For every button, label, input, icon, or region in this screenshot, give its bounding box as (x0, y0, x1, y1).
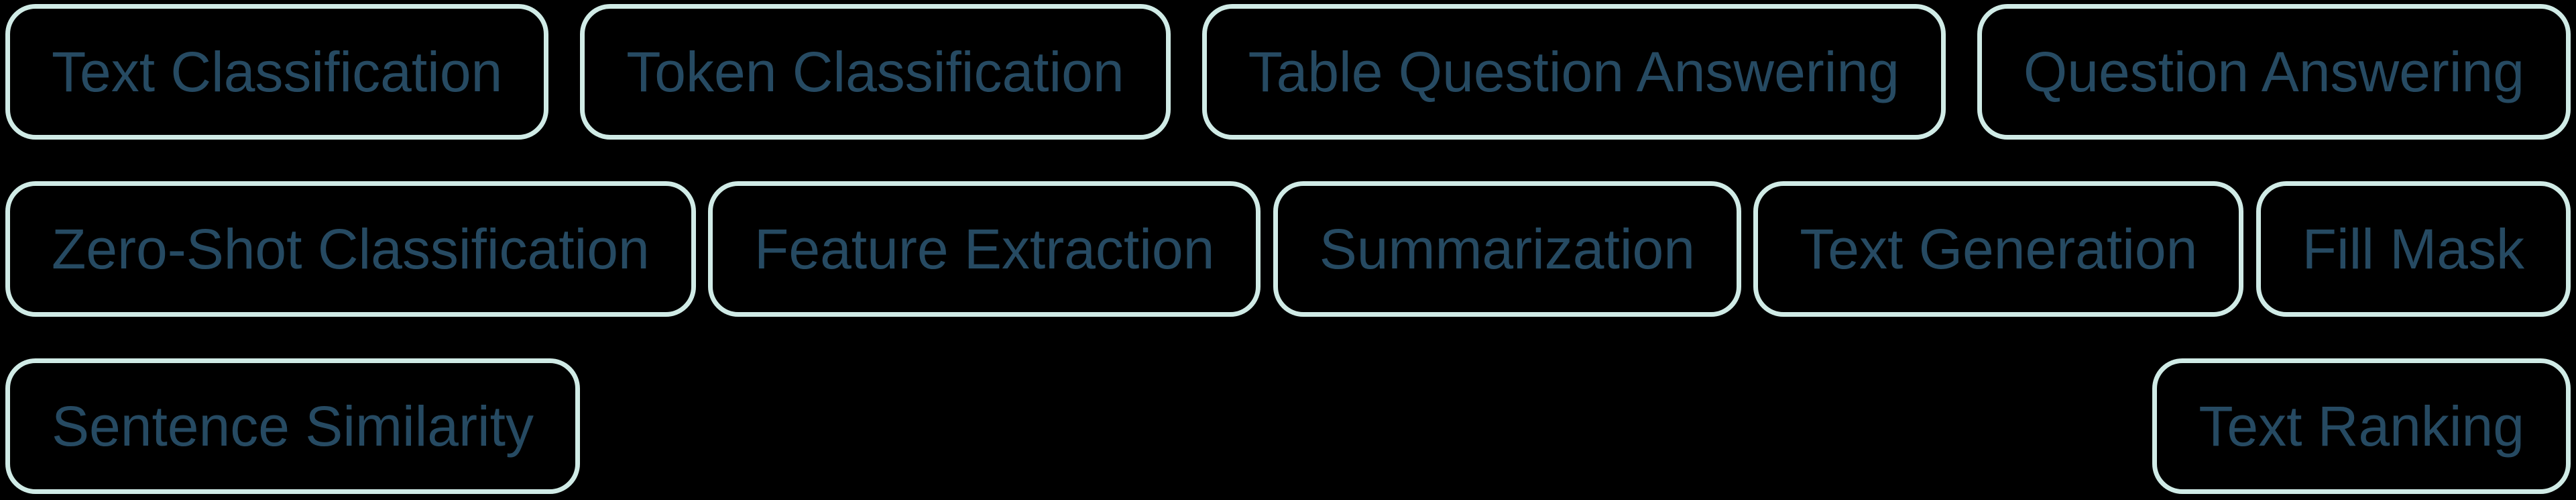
task-tags-row-2: Zero-Shot Classification Feature Extract… (5, 181, 2571, 317)
task-tag-table-question-answering[interactable]: Table Question Answering (1202, 4, 1946, 140)
task-tag-zero-shot-classification[interactable]: Zero-Shot Classification (5, 181, 696, 317)
task-tag-text-generation[interactable]: Text Generation (1753, 181, 2244, 317)
task-tag-sentence-similarity[interactable]: Sentence Similarity (5, 358, 580, 494)
task-tag-text-classification[interactable]: Text Classification (5, 4, 549, 140)
task-tag-text-ranking[interactable]: Text Ranking (2152, 358, 2571, 494)
task-tags-row-3: Sentence Similarity Text Ranking (5, 358, 2571, 494)
task-tag-feature-extraction[interactable]: Feature Extraction (708, 181, 1261, 317)
task-tag-question-answering[interactable]: Question Answering (1977, 4, 2571, 140)
task-tags-row-1: Text Classification Token Classification… (5, 4, 2571, 140)
task-tag-fill-mask[interactable]: Fill Mask (2256, 181, 2571, 317)
task-tag-summarization[interactable]: Summarization (1273, 181, 1741, 317)
task-tag-token-classification[interactable]: Token Classification (580, 4, 1171, 140)
